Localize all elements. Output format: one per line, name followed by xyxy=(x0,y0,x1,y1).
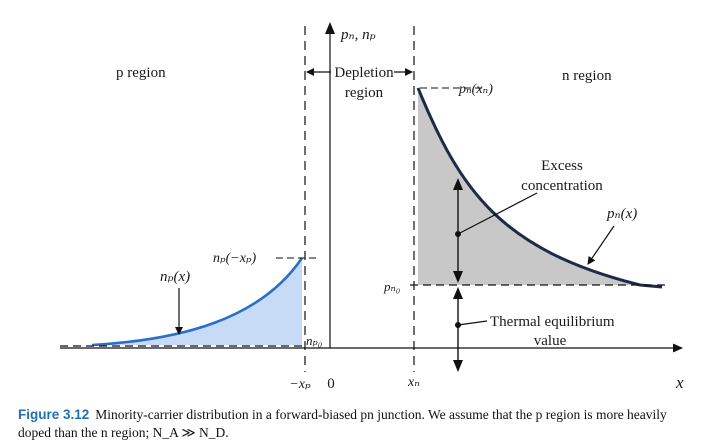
pn-xn-label: pₙ(xₙ) xyxy=(458,82,493,97)
x-axis-label: x xyxy=(675,373,684,392)
p-region-label: p region xyxy=(116,65,166,81)
y-axis-label: pₙ, nₚ xyxy=(340,27,376,43)
thermal-label-line2: value xyxy=(534,333,567,349)
p-excess-shaded-area xyxy=(92,258,302,345)
pn0-label: pₙ₀ xyxy=(383,279,400,294)
np0-label: nₚ₀ xyxy=(306,333,322,348)
excess-arrow-bottom-icon xyxy=(453,271,463,283)
n-excess-shaded-area xyxy=(418,88,640,285)
y-axis-arrow-icon xyxy=(325,22,335,34)
tick-zero: 0 xyxy=(327,376,335,392)
depletion-label-line1: Depletion xyxy=(334,65,394,81)
figure-label: Figure 3.12 xyxy=(18,407,90,422)
np-minus-xp-label: nₚ(−xₚ) xyxy=(213,251,257,266)
excess-label-line2: concentration xyxy=(521,178,603,194)
thermal-leader-line xyxy=(457,320,488,326)
x-axis-arrow-icon xyxy=(673,343,683,353)
excess-arrow-top-icon xyxy=(453,178,463,190)
pn-x-pointer xyxy=(587,225,615,265)
thermal-label-line1: Thermal equilibrium xyxy=(490,314,615,330)
np-x-label: nₚ(x) xyxy=(160,269,190,285)
tick-minus-xp: −xₚ xyxy=(289,377,311,392)
n-region-label: n region xyxy=(562,68,612,84)
thermal-arrow-top-icon xyxy=(453,287,463,299)
caption-text: Minority-carrier distribution in a forwa… xyxy=(18,407,667,440)
tick-xn: xₙ xyxy=(407,375,420,390)
excess-label-line1: Excess xyxy=(541,158,583,174)
np-curve xyxy=(91,257,304,347)
depletion-label-line2: region xyxy=(345,85,384,101)
thermal-arrow-bottom-icon xyxy=(453,360,463,372)
pn-x-label: pₙ(x) xyxy=(606,206,637,222)
excess-leader-line xyxy=(457,192,538,235)
pn-curve xyxy=(416,87,663,289)
